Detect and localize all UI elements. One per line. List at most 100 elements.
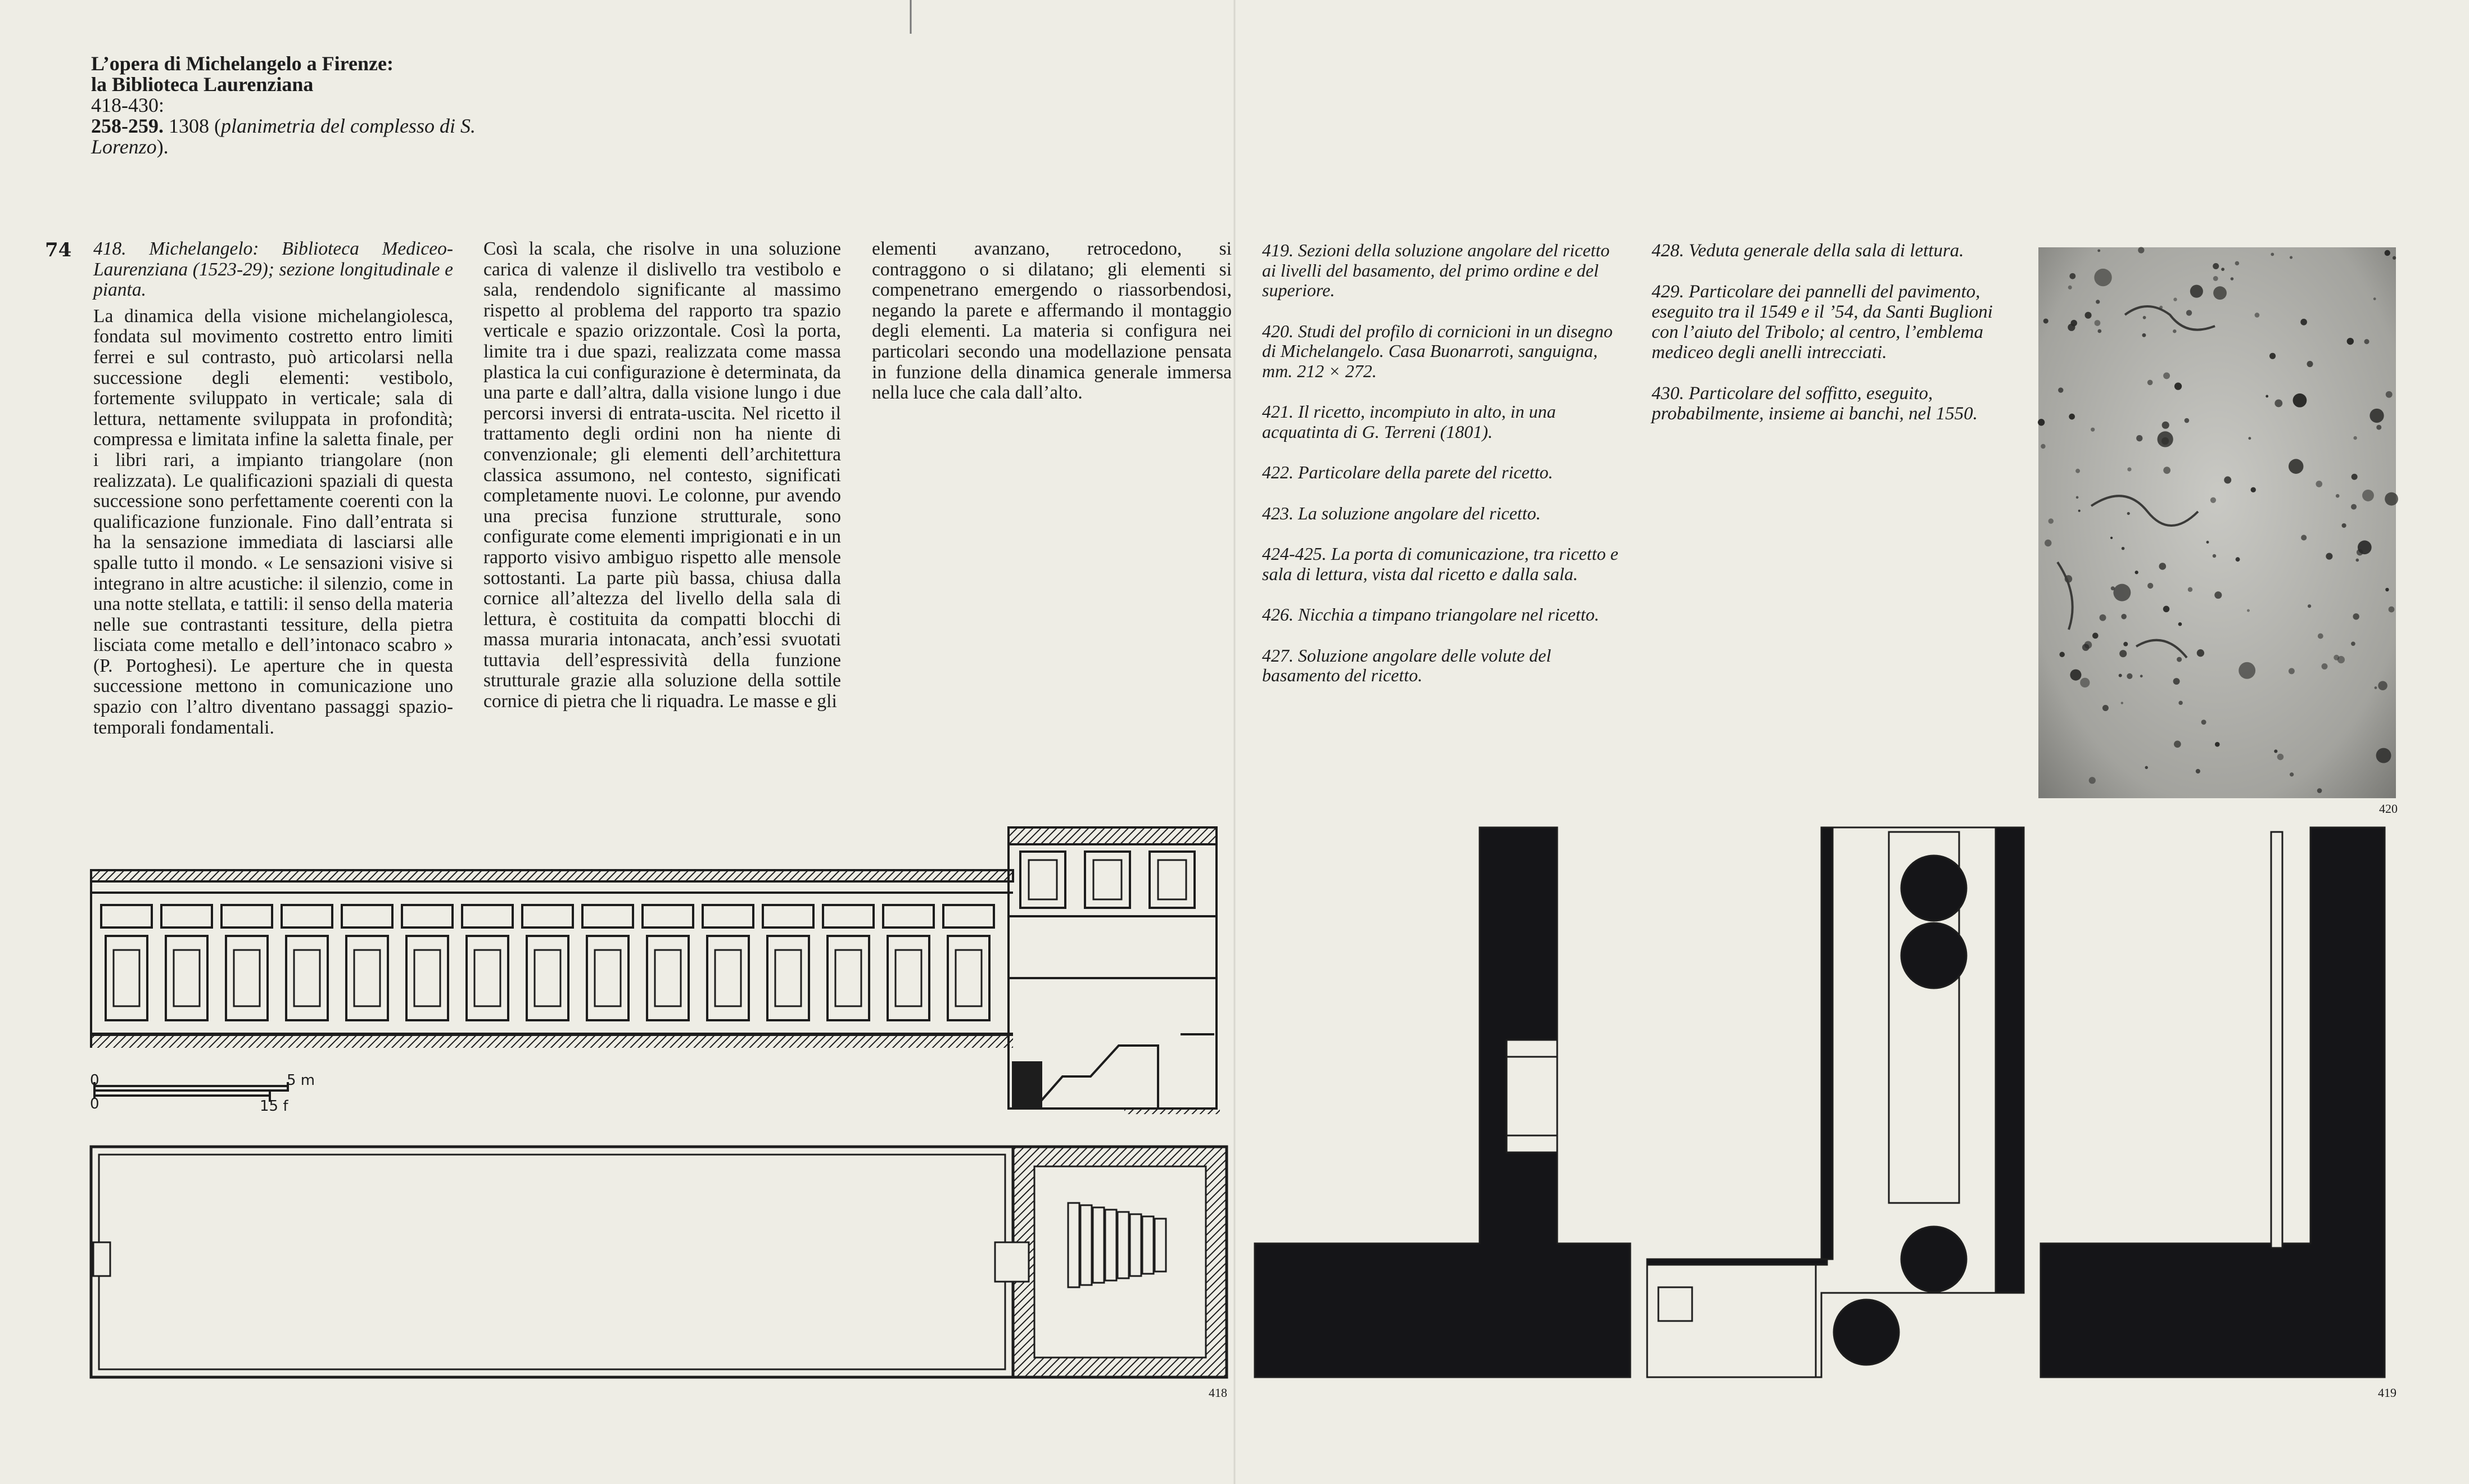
foxing-spot [2378,681,2387,691]
foxing-spot [2147,379,2153,386]
foxing-spot [2385,587,2389,592]
bay-lower-window [345,935,389,1021]
foxing-spot [2091,427,2095,432]
foxing-spot [2075,468,2081,473]
section-header: L’opera di Michelangelo a Firenze: la Bi… [91,53,541,157]
foxing-spot [2184,418,2190,423]
foxing-spot [2136,435,2143,442]
figure-420-drawing-photo: 420 [2038,247,2398,816]
bay-lower-window [105,935,148,1021]
foxing-spot [2123,641,2128,646]
caption-423: 423. La soluzione angolare del ricetto. [1262,503,1541,523]
foxing-spot [2174,740,2181,748]
foxing-spot [2334,654,2340,660]
stair-step [1141,1215,1155,1275]
foxing-spot [2346,337,2354,345]
text-column-1: 418. Michelangelo: Biblioteca Mediceo-La… [93,238,453,738]
foxing-spot [2356,549,2363,556]
caption-426: 426. Nicchia a timpano triangolare nel r… [1262,604,1599,625]
bay-lower-window [405,935,449,1021]
bay-window-inner [955,949,983,1007]
foxing-spot [2230,277,2234,280]
section-basement-level [1254,826,1631,1378]
foxing-spot [2224,476,2232,484]
foxing-spot [2213,286,2227,300]
figure-418-label: 418 [1209,1386,1227,1400]
vestibule-niche-inner [1092,859,1123,901]
foxing-spot [2145,766,2148,770]
foxing-spot [2351,641,2355,646]
foxing-spot [2097,249,2101,252]
body-paragraph-3: elementi avanzano, retrocedono, si contr… [872,238,1232,404]
foxing-spot [2135,571,2138,574]
caption-420: 420. Studi del profilo di cornicioni in … [1262,320,1613,381]
foxing-spot [2221,268,2225,272]
bay-upper-window [762,904,815,929]
foxing-spot [2195,768,2200,774]
foxing-spot [2161,421,2169,429]
bay-window-inner [594,949,622,1007]
foxing-spot [2121,546,2125,550]
foxing-spot [2127,673,2133,679]
vestibule-niche [1084,850,1131,909]
header-ref-italic: planimetria del complesso di S. Lorenzo [91,115,476,158]
bay-upper-window [521,904,574,929]
header-title-line2: la Biblioteca Laurenziana [91,73,314,96]
bay-window-inner [293,949,321,1007]
foxing-spot [2274,749,2278,753]
foxing-spot [2196,649,2205,657]
foxing-spot [2214,591,2222,599]
scale-f-end: 15 f [260,1098,288,1115]
foxing-spot [2317,633,2323,639]
foxing-spot [2120,702,2123,704]
bay-window-inner [533,949,562,1007]
foxing-spot [2376,424,2382,430]
bay-upper-window [882,904,935,929]
header-ref-end: ). [156,135,169,158]
foxing-spot [2119,650,2127,658]
body-paragraph-1: La dinamica della visione michelangioles… [93,305,453,738]
foxing-spot [2392,256,2396,260]
foxing-spot [2212,554,2217,558]
bay-lower-window [826,935,870,1021]
bay-lower-window [285,935,329,1021]
foxing-spot [2038,419,2045,426]
foxing-spot [2210,497,2217,503]
bay-lower-window [526,935,569,1021]
vestibule-niche-inner [1157,859,1187,901]
caption-430: 430. Particolare del soffitto, eseguito,… [1652,383,1978,424]
foxing-spot [2376,748,2391,763]
bay-upper-window [942,904,995,929]
foxing-spot [2326,553,2333,560]
vestibule-niche [1019,850,1066,909]
body-paragraph-2: Così la scala, che risolve in una soluzi… [483,238,841,712]
foxing-spot [2350,504,2357,510]
bay-upper-window [822,904,875,929]
vestibule-niche [1148,850,1196,909]
foxing-spot [2174,382,2182,390]
foxing-spot [2213,263,2219,270]
foxing-spot [2140,675,2143,678]
stair-step [1154,1218,1167,1273]
foxing-spot [2048,518,2054,524]
bay-lower-window [706,935,750,1021]
bay-upper-window [702,904,754,929]
stair-step [1067,1202,1080,1288]
foxing-spot [2070,669,2082,681]
figure-418-caption: 418. Michelangelo: Biblioteca Mediceo-La… [93,238,453,301]
photo-foxing-spots [2038,247,2398,793]
foxing-spot [2173,678,2180,685]
foxing-spot [2248,437,2251,440]
foxing-spot [2078,509,2081,512]
figure-418-plan: 418 [89,1145,1228,1400]
bay-lower-window [165,935,209,1021]
bay-upper-window [341,904,394,929]
foxing-spot [2157,431,2173,447]
header-title-line1: L’opera di Michelangelo a Firenze: [91,52,394,75]
foxing-spot [2127,512,2130,515]
bay-window-inner [894,949,923,1007]
figure-419-corner-sections: 419 [1254,826,2396,1400]
foxing-spot [2142,316,2146,319]
header-figure-range: 418-430: [91,94,164,116]
foxing-spot [2178,700,2183,705]
